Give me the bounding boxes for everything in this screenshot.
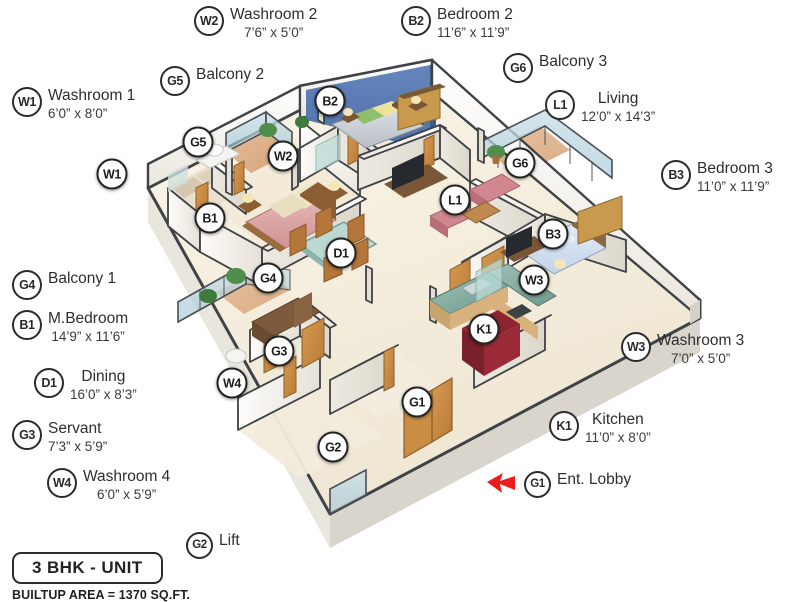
plan-marker-g4[interactable]: G4 xyxy=(252,262,284,294)
plan-marker-w1-label: W1 xyxy=(103,167,121,181)
bedroom2-bed xyxy=(330,83,446,149)
plan-marker-b2[interactable]: B2 xyxy=(314,85,346,117)
plan-marker-w4[interactable]: W4 xyxy=(216,367,248,399)
callout-dim-w2: 7’6” x 5’0” xyxy=(244,24,304,40)
servant-desk xyxy=(251,292,321,350)
callout-l1[interactable]: L1 Living 12’0” x 14’3” xyxy=(545,90,655,124)
callout-name-b2: Bedroom 2 xyxy=(437,6,513,23)
callout-code-l1: L1 xyxy=(545,90,575,120)
callout-code-b3: B3 xyxy=(661,160,691,190)
unit-title: 3 BHK - UNIT xyxy=(12,552,163,584)
callout-g6[interactable]: G6 Balcony 3 xyxy=(503,53,607,83)
callout-code-g2: G2 xyxy=(186,532,213,559)
callout-name-g2: Lift xyxy=(219,532,240,549)
callout-code-g3: G3 xyxy=(12,420,42,450)
callout-name-b1: M.Bedroom xyxy=(48,310,129,327)
callout-code-g4: G4 xyxy=(12,270,42,300)
callout-code-g6: G6 xyxy=(503,53,533,83)
callout-dim-w3: 7’0” x 5’0” xyxy=(671,350,731,366)
callout-name-w4: Washroom 4 xyxy=(83,468,171,485)
callout-dim-w1: 6’0” x 8’0” xyxy=(48,105,108,121)
callout-w4[interactable]: W4 Washroom 4 6’0” x 5’9” xyxy=(47,468,170,502)
callout-dim-d1: 16’0” x 8’3” xyxy=(70,386,137,402)
callout-name-g5: Balcony 2 xyxy=(196,66,265,83)
plan-marker-k1[interactable]: K1 xyxy=(468,313,500,345)
unit-badge: 3 BHK - UNIT BUILTUP AREA = 1370 SQ.FT. xyxy=(12,552,190,602)
plan-marker-w2-label: W2 xyxy=(274,149,292,163)
plan-marker-k1-label: K1 xyxy=(476,322,492,336)
plan-marker-g2[interactable]: G2 xyxy=(317,431,349,463)
callout-dim-b2: 11’6” x 11’9” xyxy=(437,24,510,40)
plan-marker-l1-label: L1 xyxy=(448,193,462,207)
plan-marker-g6-label: G6 xyxy=(512,156,528,170)
callout-g5[interactable]: G5 Balcony 2 xyxy=(160,66,264,96)
callout-name-g6: Balcony 3 xyxy=(539,53,608,70)
callout-name-g4: Balcony 1 xyxy=(48,270,117,287)
callout-name-g1: Ent. Lobby xyxy=(557,471,632,488)
callout-dim-w4: 6’0” x 5’9” xyxy=(97,486,157,502)
plan-marker-g6[interactable]: G6 xyxy=(504,147,536,179)
plan-marker-b1[interactable]: B1 xyxy=(194,202,226,234)
callout-g2[interactable]: G2 Lift xyxy=(186,532,240,559)
callout-code-w2: W2 xyxy=(194,6,224,36)
callout-name-w1: Washroom 1 xyxy=(48,87,136,104)
callout-g1[interactable]: G1 Ent. Lobby xyxy=(524,471,631,498)
plan-marker-w3-label: W3 xyxy=(525,273,543,287)
plan-marker-g5[interactable]: G5 xyxy=(182,126,214,158)
plan-marker-g3[interactable]: G3 xyxy=(263,335,295,367)
callout-dim-l1: 12’0” x 14’3” xyxy=(581,108,656,124)
callout-dim-k1: 11’0” x 8’0” xyxy=(585,429,651,445)
callout-k1[interactable]: K1 Kitchen 11’0” x 8’0” xyxy=(549,411,651,445)
plan-marker-g4-label: G4 xyxy=(260,271,276,285)
washroom4-fixtures xyxy=(225,348,247,364)
plan-marker-w1[interactable]: W1 xyxy=(96,158,128,190)
callout-code-g5: G5 xyxy=(160,66,190,96)
callout-g3[interactable]: G3 Servant 7’3” x 5’9” xyxy=(12,420,107,454)
callout-b1[interactable]: B1 M.Bedroom 14’9” x 11’6” xyxy=(12,310,128,344)
plan-marker-w2[interactable]: W2 xyxy=(267,140,299,172)
callout-dim-g3: 7’3” x 5’9” xyxy=(48,438,108,454)
callout-code-k1: K1 xyxy=(549,411,579,441)
plan-marker-g1[interactable]: G1 xyxy=(401,386,433,418)
callout-d1[interactable]: D1 Dining 16’0” x 8’3” xyxy=(34,368,137,402)
callout-b3[interactable]: B3 Bedroom 3 11’0” x 11’9” xyxy=(661,160,773,194)
plan-marker-b1-label: B1 xyxy=(202,211,218,225)
callout-code-b2: B2 xyxy=(401,6,431,36)
callout-w1[interactable]: W1 Washroom 1 6’0” x 8’0” xyxy=(12,87,135,121)
plan-marker-w3[interactable]: W3 xyxy=(518,264,550,296)
callout-code-d1: D1 xyxy=(34,368,64,398)
builtup-area-text: BUILTUP AREA = 1370 SQ.FT. xyxy=(12,588,190,602)
entrance-arrow-icon xyxy=(487,473,515,493)
master-bed xyxy=(238,181,348,252)
callout-b2[interactable]: B2 Bedroom 2 11’6” x 11’9” xyxy=(401,6,513,40)
callout-dim-b1: 14’9” x 11’6” xyxy=(51,328,125,344)
plan-marker-g3-label: G3 xyxy=(271,344,287,358)
plan-marker-b3-label: B3 xyxy=(545,227,561,241)
callout-name-k1: Kitchen xyxy=(592,411,644,428)
callout-code-w4: W4 xyxy=(47,468,77,498)
callout-name-w3: Washroom 3 xyxy=(657,332,745,349)
callout-name-b3: Bedroom 3 xyxy=(697,160,773,177)
callout-name-l1: Living xyxy=(597,90,639,107)
plan-marker-b3[interactable]: B3 xyxy=(537,218,569,250)
callout-code-w1: W1 xyxy=(12,87,42,117)
callout-w2[interactable]: W2 Washroom 2 7’6” x 5’0” xyxy=(194,6,317,40)
plan-marker-w4-label: W4 xyxy=(223,376,241,390)
plan-marker-d1[interactable]: D1 xyxy=(325,237,357,269)
callout-dim-b3: 11’0” x 11’9” xyxy=(697,178,770,194)
plan-marker-l1[interactable]: L1 xyxy=(439,184,471,216)
plan-marker-g1-label: G1 xyxy=(409,395,425,409)
callout-name-g3: Servant xyxy=(48,420,102,437)
callout-name-d1: Dining xyxy=(81,368,126,385)
plan-marker-g2-label: G2 xyxy=(325,440,341,454)
callout-code-w3: W3 xyxy=(621,332,651,362)
plan-marker-g5-label: G5 xyxy=(190,135,206,149)
callout-code-b1: B1 xyxy=(12,310,42,340)
plan-marker-b2-label: B2 xyxy=(322,94,338,108)
callout-name-w2: Washroom 2 xyxy=(230,6,318,23)
callout-code-g1: G1 xyxy=(524,471,551,498)
plan-marker-d1-label: D1 xyxy=(333,246,349,260)
callout-g4[interactable]: G4 Balcony 1 xyxy=(12,270,116,300)
callout-w3[interactable]: W3 Washroom 3 7’0” x 5’0” xyxy=(621,332,744,366)
